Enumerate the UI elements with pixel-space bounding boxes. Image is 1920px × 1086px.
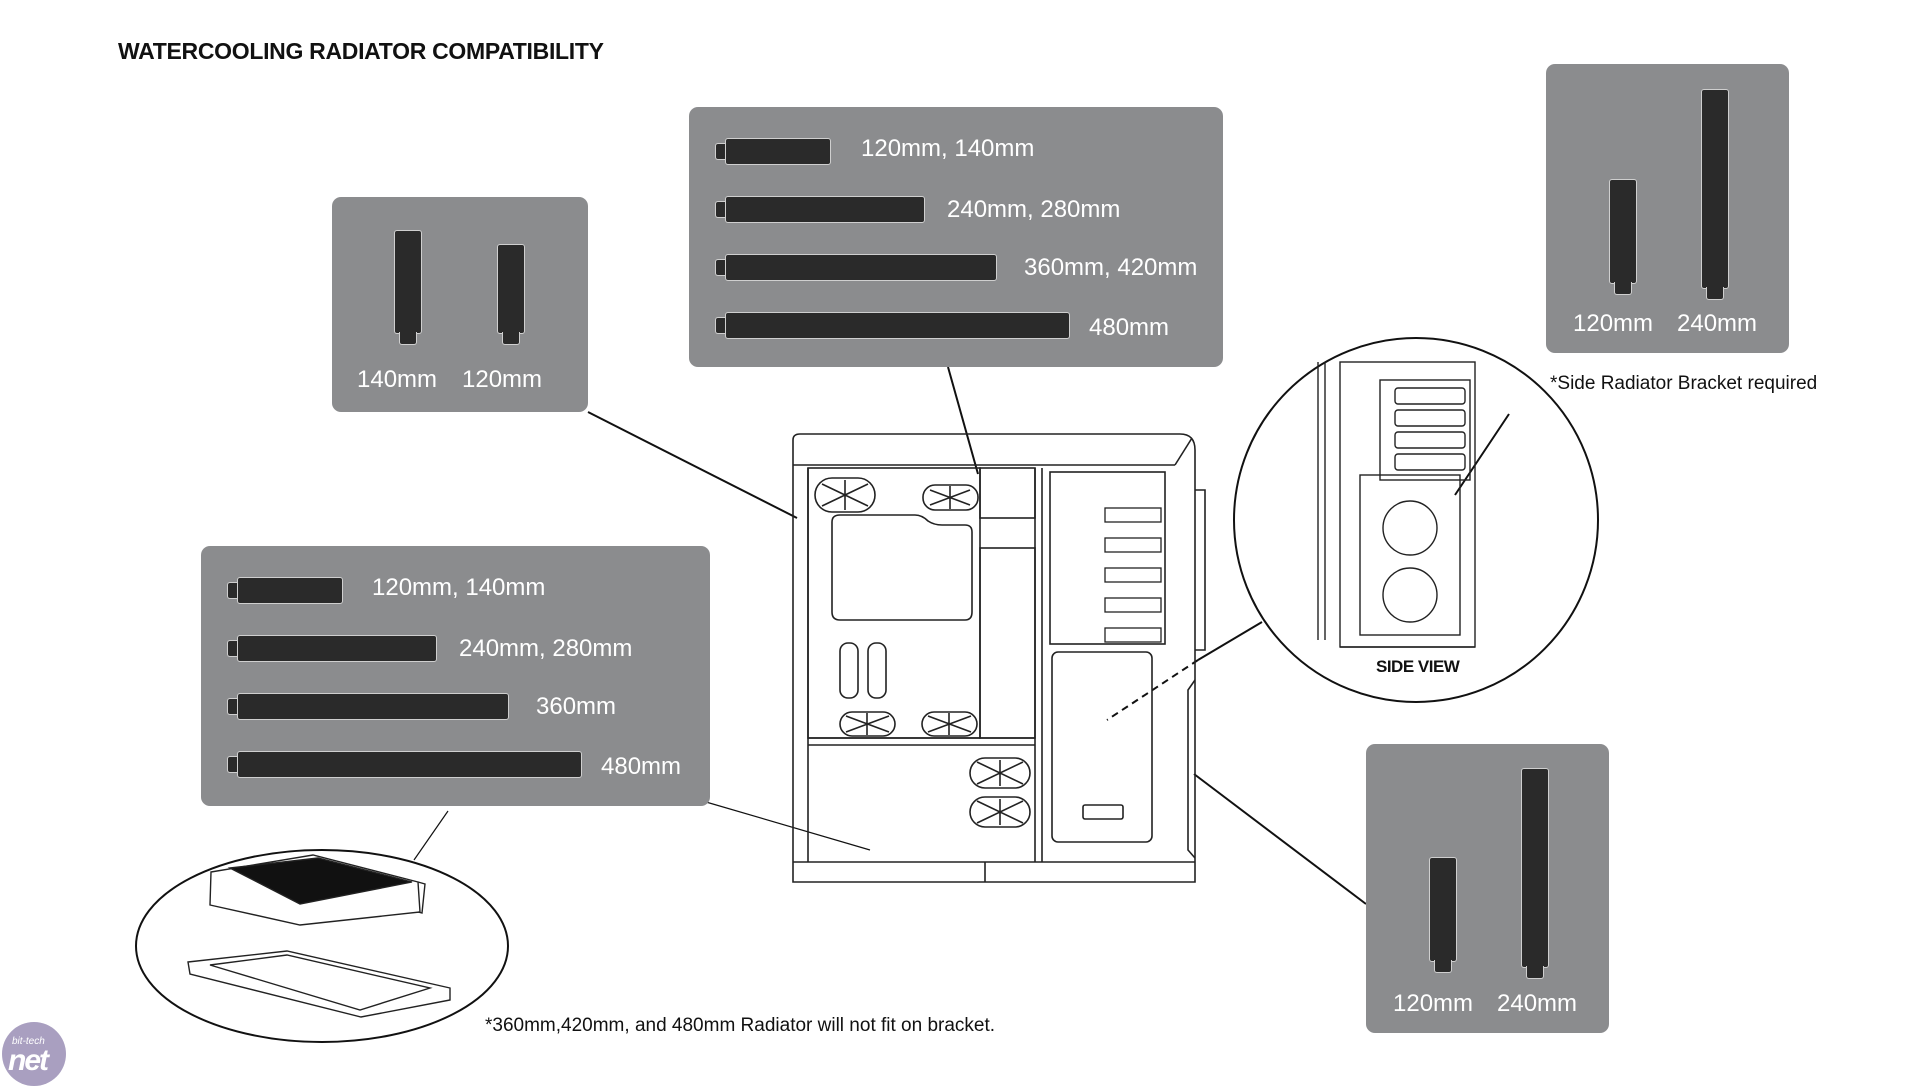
radiator-size-label: 140mm: [357, 366, 438, 393]
leader-line-rear: [1193, 773, 1367, 905]
radiator-icon: [1609, 179, 1637, 295]
radiator-size-label: 240mm: [1497, 990, 1578, 1017]
leader-line-bottom: [705, 801, 871, 851]
logo-small-text: bit-tech: [12, 1036, 45, 1047]
side-bracket-note: *Side Radiator Bracket required: [1550, 373, 1818, 394]
leader-line-side: [1454, 413, 1510, 496]
radiator-size-label: 480mm: [1089, 314, 1170, 341]
bracket-ellipse: [135, 849, 509, 1043]
radiator-size-label: 120mm: [462, 366, 543, 393]
radiator-icon: [1521, 768, 1549, 979]
bracket-fit-note: *360mm,420mm, and 480mm Radiator will no…: [485, 1015, 996, 1036]
bit-tech-logo: bit-tech net: [2, 1022, 66, 1086]
radiator-size-label: 120mm, 140mm: [372, 574, 546, 601]
rear-radiator-panel: 120mm 240mm: [1366, 744, 1609, 1033]
radiator-icon: [1701, 89, 1729, 300]
radiator-size-label: 480mm: [601, 753, 682, 780]
bottom-radiator-panel: 120mm, 140mm 240mm, 280mm 360mm 480mm: [201, 546, 710, 806]
radiator-icon: [394, 230, 422, 345]
radiator-size-label: 360mm, 420mm: [1024, 254, 1198, 281]
radiator-icon: [715, 312, 1070, 339]
radiator-icon: [1429, 857, 1457, 973]
radiator-icon: [227, 635, 437, 662]
leader-line-side-view: [1197, 621, 1263, 661]
radiator-icon: [715, 254, 997, 281]
side-radiator-panel: 120mm 240mm: [1546, 64, 1789, 353]
leader-line-front: [587, 411, 798, 519]
side-view-label: SIDE VIEW: [1376, 657, 1460, 676]
radiator-size-label: 120mm: [1573, 310, 1654, 337]
radiator-size-label: 120mm: [1393, 990, 1474, 1017]
radiator-icon: [227, 693, 509, 720]
diagram-title: WATERCOOLING RADIATOR COMPATIBILITY: [118, 38, 604, 64]
side-view-circle: [1233, 337, 1599, 703]
radiator-icon: [715, 196, 925, 223]
radiator-size-label: 120mm, 140mm: [861, 135, 1035, 162]
radiator-size-label: 360mm: [536, 693, 617, 720]
radiator-icon: [227, 751, 582, 778]
radiator-icon: [497, 244, 525, 345]
radiator-icon: [715, 138, 831, 165]
radiator-size-label: 240mm: [1677, 310, 1758, 337]
front-radiator-panel: 140mm 120mm: [332, 197, 588, 412]
radiator-icon: [227, 577, 343, 604]
leader-line-top: [947, 366, 979, 475]
side-view-drawing: [1317, 361, 1476, 648]
pc-case: [792, 433, 1206, 883]
top-radiator-panel: 120mm, 140mm 240mm, 280mm 360mm, 420mm 4…: [689, 107, 1223, 367]
logo-big-text: net: [8, 1044, 49, 1077]
radiator-size-label: 240mm, 280mm: [459, 635, 633, 662]
bracket-drawing: [187, 854, 451, 1018]
leader-line-bracket: [413, 810, 449, 861]
radiator-size-label: 240mm, 280mm: [947, 196, 1121, 223]
